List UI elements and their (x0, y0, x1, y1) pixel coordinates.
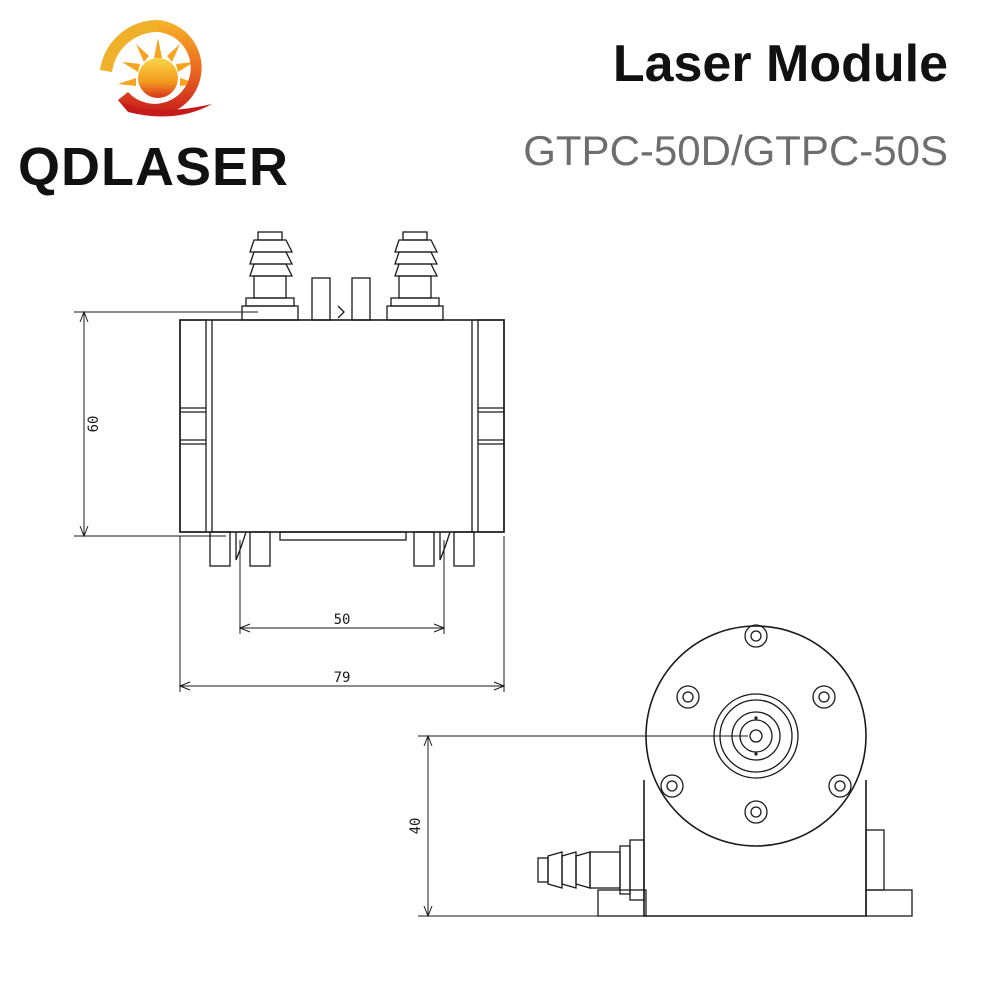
mounting-feet (209, 531, 475, 567)
hose-barb-left (241, 231, 299, 321)
hose-barb-right (386, 231, 444, 321)
dimension-height: 60 (74, 310, 258, 538)
dimension-axis-height: 40 (408, 734, 748, 918)
qdlaser-logo (100, 19, 212, 117)
brand-name: QDLASER (18, 137, 290, 197)
page-title: Laser Module (612, 35, 948, 93)
terminal-posts (311, 277, 371, 321)
housing-body (179, 319, 505, 533)
dimension-label-50: 50 (334, 612, 351, 628)
front-view: 60 50 79 (74, 231, 506, 692)
model-subtitle: GTPC-50D/GTPC-50S (523, 127, 948, 174)
dimension-label-40: 40 (408, 818, 424, 835)
dimension-mount-spacing: 50 (238, 540, 446, 634)
bolt-holes (660, 624, 852, 824)
dimension-label-79: 79 (334, 670, 351, 686)
side-hose-barb (537, 839, 645, 901)
sun-ring-icon (100, 19, 212, 117)
dimension-overall-width: 79 (178, 536, 506, 692)
side-view: 40 (408, 624, 913, 918)
dimension-label-60: 60 (86, 416, 102, 433)
